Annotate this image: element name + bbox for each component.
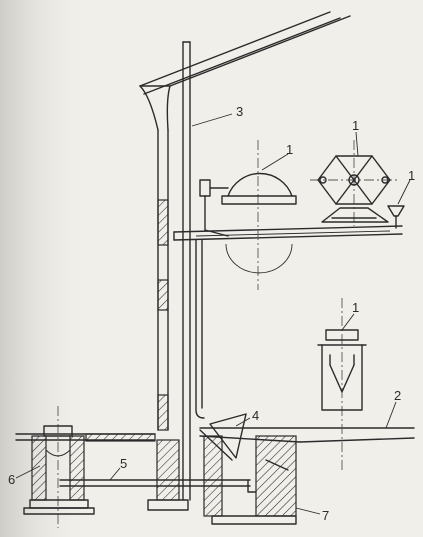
fixture-small-trap xyxy=(387,205,405,229)
wall-section-middle xyxy=(157,279,169,311)
wall-section-upper xyxy=(157,199,169,246)
upper-floor-slab xyxy=(173,225,403,241)
drain-riser xyxy=(195,239,205,419)
fixture-round-vessel xyxy=(199,140,297,290)
label-4: 4 xyxy=(252,408,259,423)
label-2: 2 xyxy=(394,388,401,403)
label-1-round-vessel: 1 xyxy=(286,142,293,157)
label-1-small-trap: 1 xyxy=(408,168,415,183)
floor-hatch-left xyxy=(85,433,156,442)
label-5: 5 xyxy=(120,456,127,471)
leader-lines xyxy=(15,113,411,515)
fixture-octagonal-unit xyxy=(310,140,400,226)
well xyxy=(23,406,95,528)
chamber-wall-left xyxy=(203,435,223,517)
roof xyxy=(139,11,351,131)
label-1-octagonal-unit: 1 xyxy=(352,118,359,133)
label-1-glass-vessel: 1 xyxy=(352,300,359,315)
wall-foundation xyxy=(147,439,189,511)
label-6: 6 xyxy=(8,472,15,487)
inspection-chamber xyxy=(203,435,297,525)
label-7: 7 xyxy=(322,508,329,523)
chamber-wall-right xyxy=(255,435,297,517)
label-3: 3 xyxy=(236,104,243,119)
foundation-hatch xyxy=(156,439,180,501)
building-wall xyxy=(157,129,169,431)
vent-stack xyxy=(182,41,191,501)
fixture-glass-vessel xyxy=(317,298,367,470)
wall-section-lower xyxy=(157,394,169,431)
